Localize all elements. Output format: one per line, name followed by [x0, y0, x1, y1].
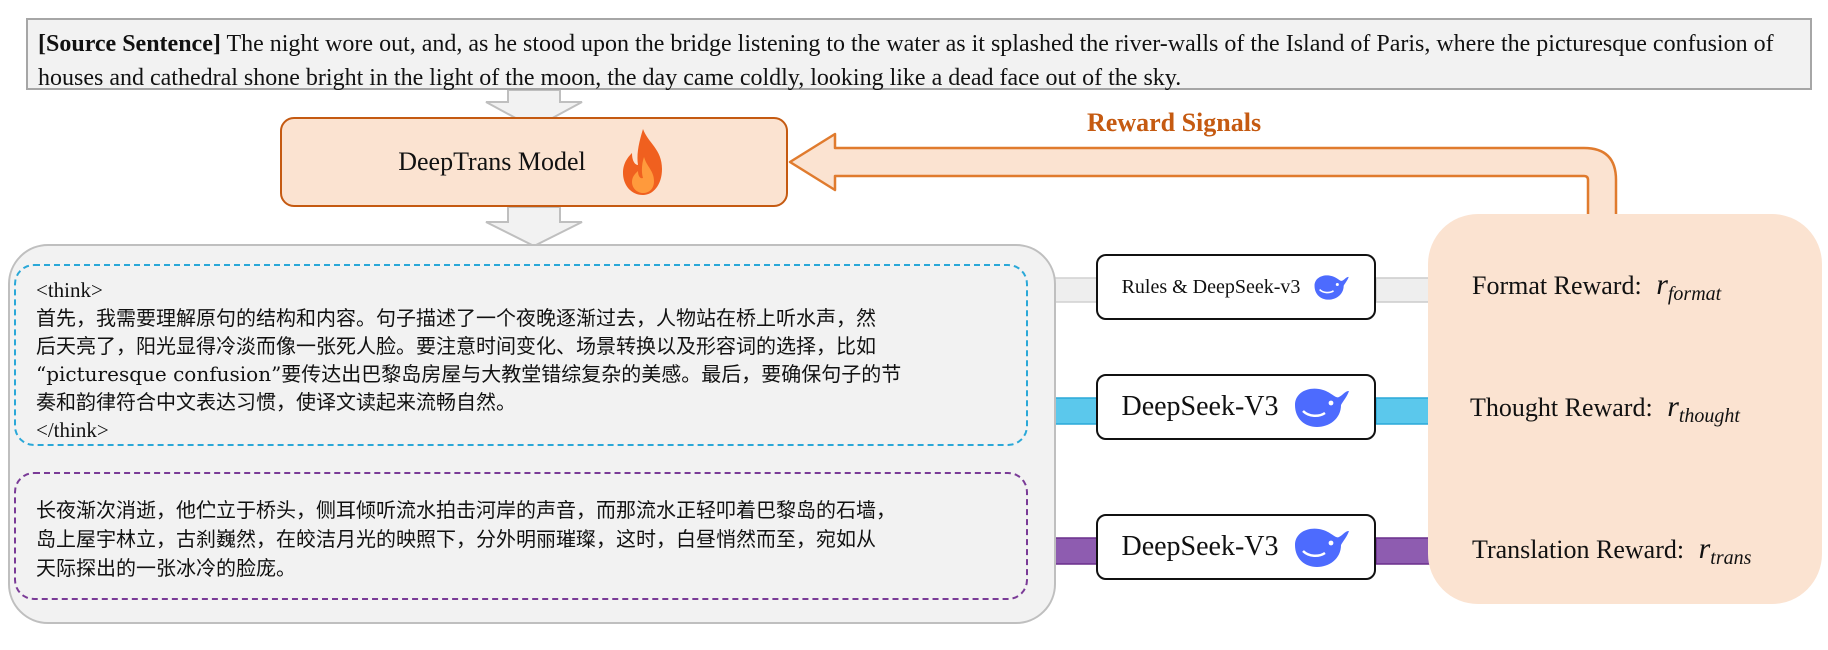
reward-subscript: trans	[1710, 547, 1752, 569]
translation-block: 长夜渐次消逝，他伫立于桥头，侧耳倾听流水拍击河岸的声音，而那流水正轻叩着巴黎岛的…	[14, 472, 1028, 600]
reward-symbol: r	[1698, 532, 1711, 565]
format-judge-box: Rules & DeepSeek-v3	[1096, 254, 1376, 320]
format-input-band	[1053, 277, 1099, 303]
thought-reward-label: Thought Reward: rthought	[1470, 390, 1740, 428]
think-line: 奏和韵律符合中文表达习惯，使译文读起来流畅自然。	[36, 390, 516, 414]
deepseek-whale-icon	[1314, 275, 1350, 300]
translation-line: 岛上屋宇林立，古刹巍然，在皎洁月光的映照下，分外明丽璀璨，这时，白昼悄然而至，宛…	[36, 527, 876, 551]
translation-line: 长夜渐次消逝，他伫立于桥头，侧耳倾听流水拍击河岸的声音，而那流水正轻叩着巴黎岛的…	[36, 498, 896, 522]
source-label: [Source Sentence]	[38, 31, 221, 57]
model-to-output-arrow	[485, 206, 583, 248]
reward-name: Thought Reward:	[1470, 393, 1653, 422]
reward-signals-arrow	[788, 132, 1618, 218]
source-text: The night wore out, and, as he stood upo…	[38, 31, 1774, 91]
source-sentence-box: [Source Sentence] The night wore out, an…	[26, 18, 1812, 91]
translation-judge-box: DeepSeek-V3	[1096, 514, 1376, 580]
flame-icon	[622, 129, 662, 195]
think-line: “picturesque confusion”要传达出巴黎岛房屋与大教堂错综复杂…	[36, 362, 902, 386]
think-block: <think> 首先，我需要理解原句的结构和内容。句子描述了一个夜晚逐渐过去，人…	[14, 264, 1028, 446]
deepseek-whale-icon	[1294, 528, 1349, 567]
model-label: DeepTrans Model	[398, 147, 586, 176]
think-open-tag: <think>	[36, 278, 103, 302]
deepseek-whale-icon	[1294, 388, 1349, 427]
reward-name: Translation Reward:	[1472, 535, 1685, 564]
reward-name: Format Reward:	[1472, 271, 1642, 300]
judge-label: Rules & DeepSeek-v3	[1121, 275, 1301, 298]
reward-symbol: r	[1667, 390, 1679, 423]
reward-signals-label: Reward Signals	[1087, 108, 1262, 137]
reward-symbol: r	[1656, 268, 1668, 301]
think-line: 后天亮了，阳光显得冷淡而像一张死人脸。要注意时间变化、场景转换以及形容词的选择，…	[36, 334, 876, 358]
format-reward-label: Format Reward: rformat	[1472, 268, 1721, 306]
translation-line: 天际探出的一张冰冷的脸庞。	[36, 556, 296, 580]
source-to-model-arrow	[485, 89, 583, 130]
thought-judge-box: DeepSeek-V3	[1096, 374, 1376, 440]
reward-panel	[1428, 214, 1822, 604]
translation-reward-label: Translation Reward: rtrans	[1472, 532, 1751, 570]
think-line: 首先，我需要理解原句的结构和内容。句子描述了一个夜晚逐渐过去，人物站在桥上听水声…	[36, 306, 876, 330]
reward-subscript: format	[1667, 283, 1722, 305]
judge-label: DeepSeek-V3	[1121, 391, 1279, 422]
model-output-panel	[8, 244, 1056, 624]
think-close-tag: </think>	[36, 418, 109, 442]
reward-subscript: thought	[1678, 405, 1740, 427]
deeptrans-model-box: DeepTrans Model	[280, 117, 788, 207]
judge-label: DeepSeek-V3	[1121, 531, 1279, 562]
